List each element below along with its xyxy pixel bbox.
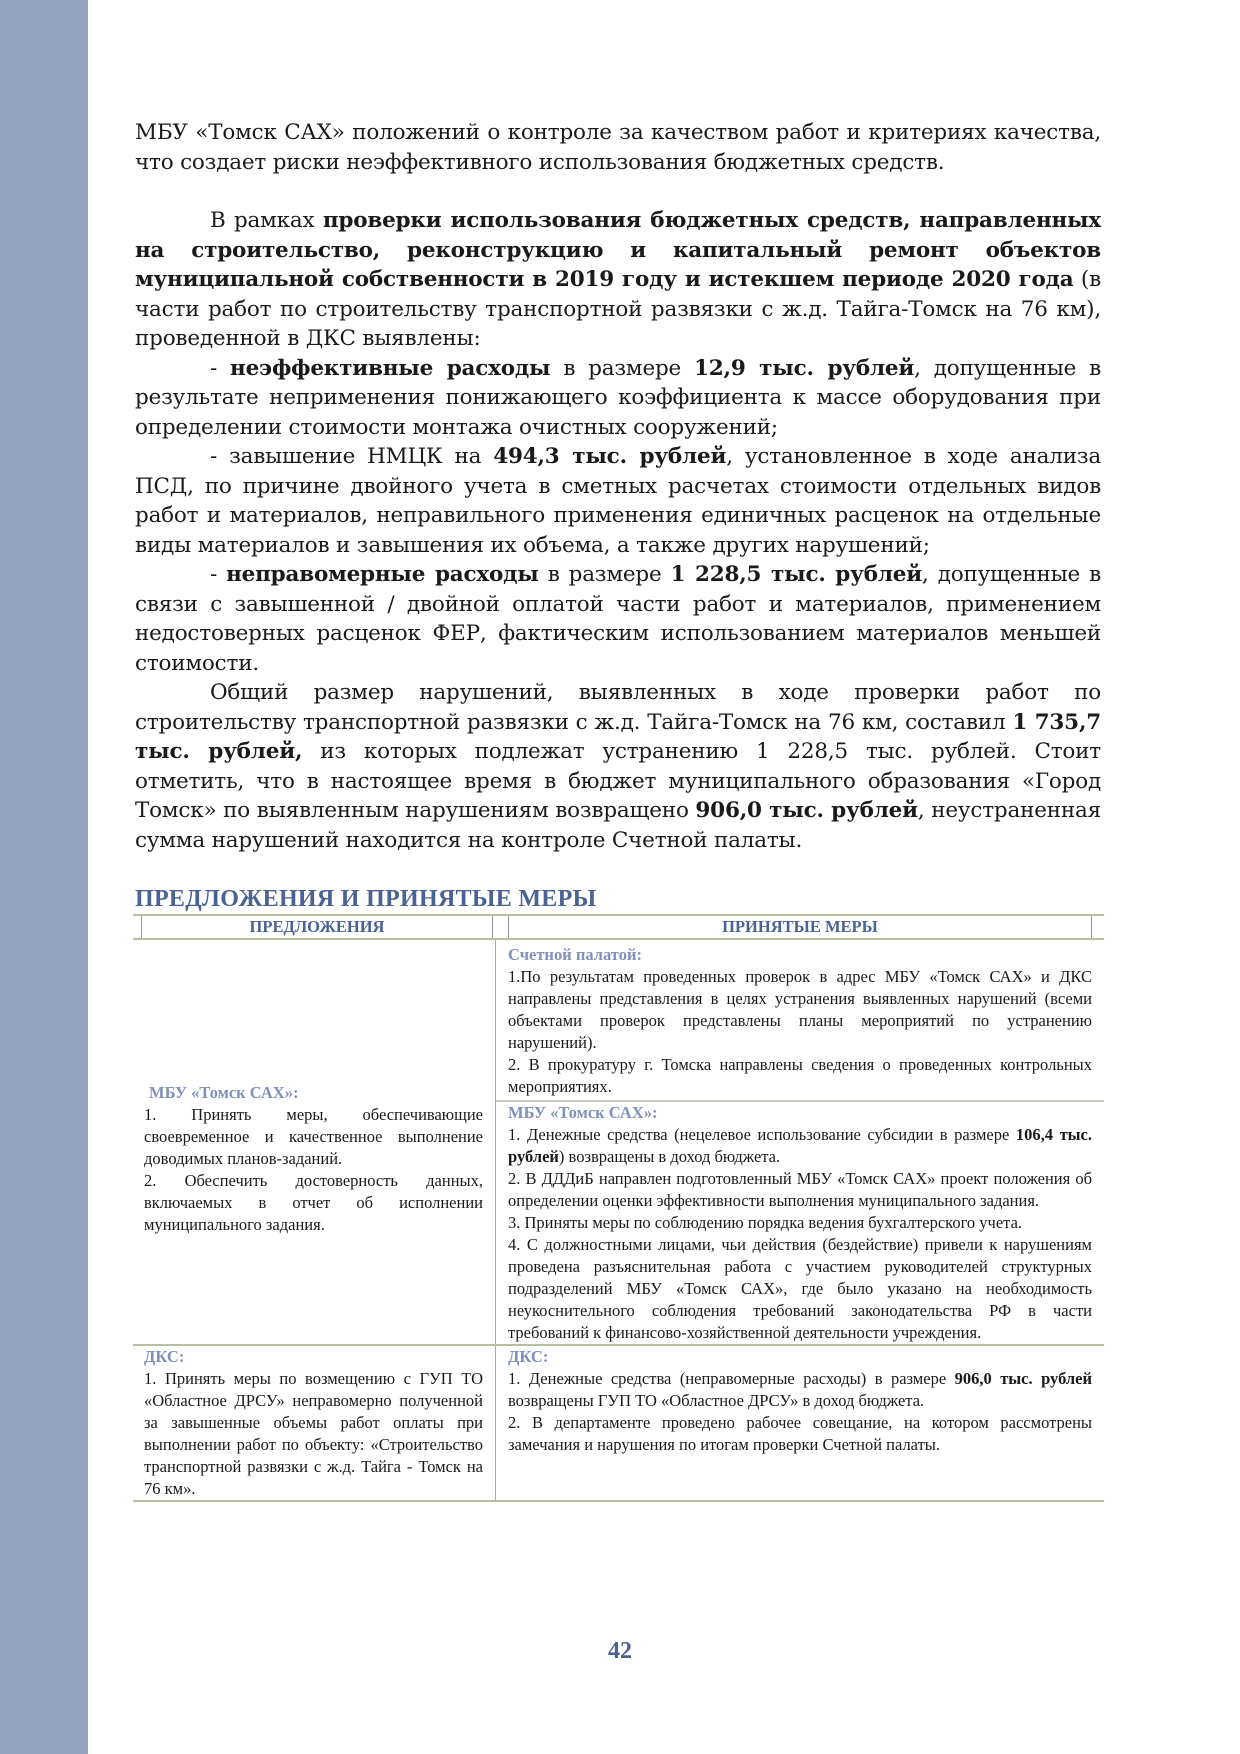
paragraph: МБУ «Томск САХ» положений о контроле за …: [135, 118, 1101, 177]
bold-text: 906,0 тыс. рублей: [954, 1369, 1092, 1388]
measures-cell: ДКС: 1. Денежные средства (неправомерные…: [496, 1346, 1104, 1500]
text: , установленное в ходе анализа ПСД, по п…: [135, 444, 1101, 558]
text: 2. В ДДДиБ направлен подготовленный МБУ …: [508, 1169, 1092, 1210]
paragraph: В рамках проверки использования бюджетны…: [135, 206, 1101, 354]
paragraph: - завышение НМЦК на 494,3 тыс. рублей, у…: [135, 442, 1101, 560]
list-item: 2. Обеспечить достоверность данных, вклю…: [144, 1170, 483, 1236]
table-header: ПРЕДЛОЖЕНИЯ ПРИНЯТЫЕ МЕРЫ: [133, 914, 1104, 940]
cell-label: Счетной палатой:: [508, 945, 642, 964]
list-item: 2. В прокуратуру г. Томска направлены св…: [508, 1054, 1092, 1098]
text: 1. Денежные средства (неправомерные расх…: [508, 1369, 955, 1388]
text: МБУ «Томск САХ» положений о контроле за …: [135, 120, 1101, 175]
section-title: ПРЕДЛОЖЕНИЯ И ПРИНЯТЫЕ МЕРЫ: [135, 886, 597, 912]
paragraph: Общий размер нарушений, выявленных в ход…: [135, 678, 1101, 855]
text: - завышение НМЦК на: [210, 444, 494, 469]
bold-text: 1 735,7 тыс. рублей,: [135, 709, 1101, 765]
list-item: 3. Приняты меры по соблюдению порядка ве…: [508, 1212, 1092, 1234]
table-row: ДКС: 1. Принять меры по возмещению с ГУП…: [133, 1346, 1104, 1502]
list-item: 4. С должностными лицами, чьи действия (…: [508, 1234, 1092, 1344]
list-item: 1. Принять меры, обеспечивающие своеврем…: [144, 1104, 483, 1170]
bold-text: 106,4 тыс. рублей: [508, 1125, 1093, 1166]
text: -: [210, 562, 227, 587]
text: 2. В прокуратуру г. Томска направлены св…: [508, 1055, 1092, 1096]
text: 1. Принять меры по возмещению с ГУП ТО «…: [144, 1369, 483, 1498]
cell-label: ДКС:: [508, 1347, 549, 1366]
list-item: 1. Принять меры по возмещению с ГУП ТО «…: [144, 1368, 483, 1500]
text: 2. В департаменте проведено рабочее сове…: [508, 1413, 1092, 1454]
bold-text: 494,3 тыс. рублей: [493, 444, 727, 469]
text: 4. С должностными лицами, чьи действия (…: [508, 1235, 1092, 1342]
text: 2. Обеспечить достоверность данных, вклю…: [144, 1171, 483, 1234]
measures-table: ПРЕДЛОЖЕНИЯ ПРИНЯТЫЕ МЕРЫ МБУ «Томск САХ…: [133, 914, 1104, 1502]
text: , допущенные в результате неприменения п…: [135, 355, 1101, 440]
page-number: 42: [608, 1638, 632, 1664]
subcell: Счетной палатой: 1.По результатам провед…: [496, 940, 1104, 1102]
header-measures: ПРИНЯТЫЕ МЕРЫ: [508, 916, 1092, 938]
measures-cell: Счетной палатой: 1.По результатам провед…: [496, 940, 1104, 1344]
text: возвращены ГУП ТО «Областное ДРСУ» в дох…: [508, 1391, 925, 1410]
list-item: 1. Денежные средства (нецелевое использо…: [508, 1124, 1092, 1168]
text: 3. Приняты меры по соблюдению порядка ве…: [508, 1213, 1023, 1232]
cell-text: 1. Денежные средства (нецелевое использо…: [508, 1124, 1092, 1344]
cell-label: ДКС:: [144, 1347, 185, 1366]
bold-text: 906,0 тыс. рублей: [695, 798, 918, 823]
bold-text: неправомерные расходы: [226, 562, 539, 587]
text: в размере: [550, 355, 695, 381]
paragraph: - неэффективные расходы в размере 12,9 т…: [135, 354, 1101, 443]
text: в размере: [538, 562, 671, 587]
cell-label: МБУ «Томск САХ»:: [508, 1103, 658, 1122]
sidebar-band: [0, 0, 88, 1754]
cell-text: 1. Денежные средства (неправомерные расх…: [508, 1368, 1092, 1456]
cell-text: 1. Принять меры по возмещению с ГУП ТО «…: [144, 1368, 483, 1500]
text: 1. Принять меры, обеспечивающие своеврем…: [144, 1105, 483, 1168]
list-item: 2. В департаменте проведено рабочее сове…: [508, 1412, 1092, 1456]
text: 1. Денежные средства (нецелевое использо…: [508, 1125, 1016, 1144]
bold-text: неэффективные расходы: [230, 355, 551, 381]
bold-text: 12,9 тыс. рублей: [694, 355, 915, 381]
table-row: МБУ «Томск САХ»: 1. Принять меры, обеспе…: [133, 940, 1104, 1346]
header-proposals: ПРЕДЛОЖЕНИЯ: [141, 916, 493, 938]
text: В рамках: [210, 208, 323, 233]
text: Общий размер нарушений, выявленных в ход…: [135, 680, 1101, 735]
list-item: 1. Денежные средства (неправомерные расх…: [508, 1368, 1092, 1412]
bold-text: 1 228,5 тыс. рублей: [670, 562, 923, 587]
text: ) возвращены в доход бюджета.: [558, 1147, 781, 1166]
list-item: 1.По результатам проведенных проверок в …: [508, 966, 1092, 1054]
bold-text: проверки использования бюджетных средств…: [135, 208, 1101, 292]
text: , допущенные в связи с завышенной / двой…: [135, 562, 1102, 676]
paragraph: - неправомерные расходы в размере 1 228,…: [135, 560, 1101, 678]
text: 1.По результатам проведенных проверок в …: [508, 967, 1092, 1052]
text: из которых подлежат устранению 1 228,5 т…: [135, 739, 1101, 823]
subcell: МБУ «Томск САХ»: 1. Денежные средства (н…: [496, 1102, 1104, 1344]
cell-label: МБУ «Томск САХ»:: [149, 1083, 299, 1102]
list-item: 2. В ДДДиБ направлен подготовленный МБУ …: [508, 1168, 1092, 1212]
body-text: МБУ «Томск САХ» положений о контроле за …: [135, 118, 1101, 855]
text: , неустраненная сумма нарушений находитс…: [135, 798, 1101, 853]
proposal-cell: ДКС: 1. Принять меры по возмещению с ГУП…: [133, 1346, 496, 1500]
text: (в части работ по строительству транспор…: [135, 267, 1101, 351]
proposal-cell: МБУ «Томск САХ»: 1. Принять меры, обеспе…: [133, 940, 496, 1344]
cell-text: 1.По результатам проведенных проверок в …: [508, 966, 1092, 1098]
cell-text: 1. Принять меры, обеспечивающие своеврем…: [144, 1104, 483, 1236]
paragraph: [135, 177, 1101, 206]
text: -: [210, 355, 231, 381]
